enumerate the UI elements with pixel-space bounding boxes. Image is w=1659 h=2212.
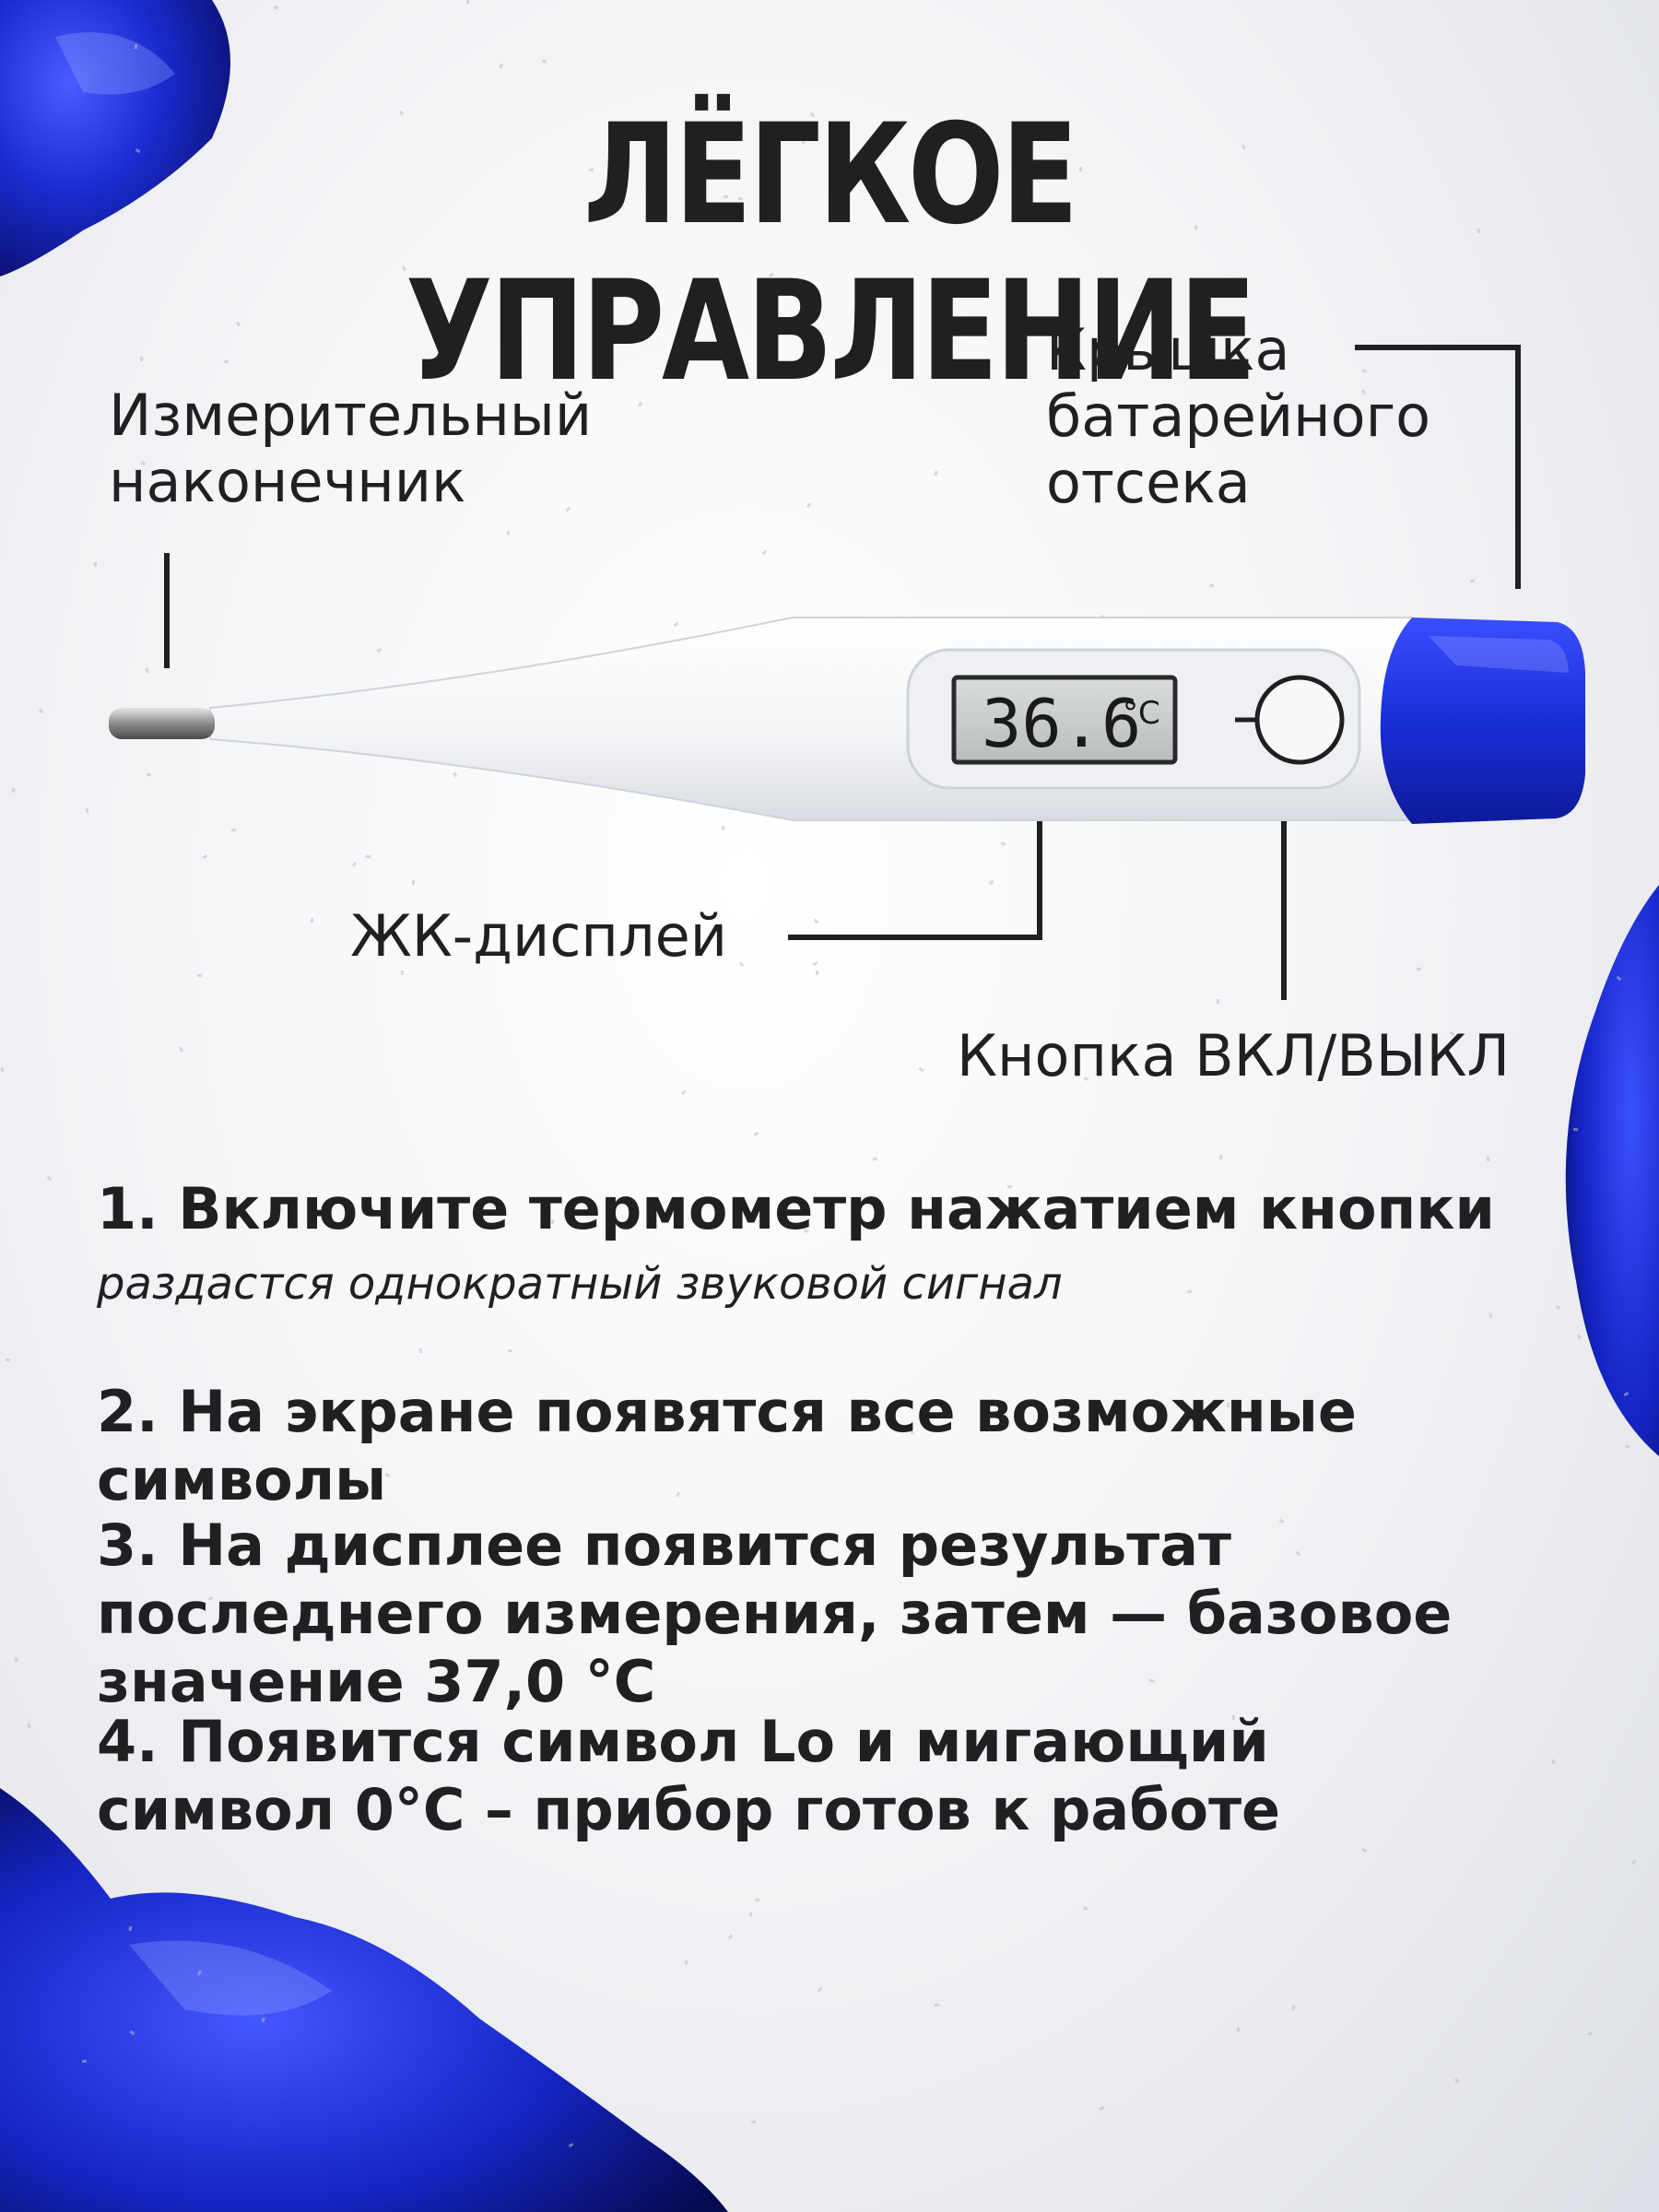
speckle	[1630, 1859, 1637, 1865]
step-1: 1. Включите термометр нажатием кнопки	[97, 1175, 1495, 1242]
speckle	[1454, 2077, 1459, 2084]
speckle	[541, 59, 547, 64]
blue-blob-right	[1565, 885, 1659, 1456]
speckle	[813, 918, 819, 924]
speckle	[134, 43, 138, 50]
speckle	[918, 1066, 924, 1073]
speckle	[202, 853, 208, 860]
lcd-value: 36.6	[982, 685, 1141, 762]
speckle	[1218, 1154, 1223, 1160]
speckle	[46, 1175, 53, 1182]
speckle	[1361, 1848, 1368, 1853]
lcd-screen	[951, 675, 1178, 765]
speckle	[14, 1656, 18, 1663]
speckle	[1551, 1759, 1556, 1765]
pointer-line-lcd-v	[1037, 820, 1042, 940]
speckle	[988, 879, 994, 886]
step-2: 2. На экране появятся все возможные симв…	[97, 1378, 1357, 1513]
speckle	[1099, 2106, 1105, 2111]
label-battery-cover: Крышка батарейного отсека	[1046, 316, 1431, 516]
measuring-tip	[109, 708, 215, 739]
speckle	[738, 961, 745, 968]
speckle	[1469, 579, 1476, 583]
speckle	[1236, 2026, 1241, 2032]
speckle	[11, 787, 16, 794]
label-lcd-display: ЖК-дисплей	[350, 902, 728, 970]
speckle	[93, 561, 98, 568]
speckle	[815, 970, 819, 976]
speckle	[507, 1348, 513, 1353]
speckle	[310, 917, 314, 924]
pointer-line-button	[1281, 820, 1287, 1000]
speckle	[817, 1986, 823, 1993]
speckle	[506, 530, 511, 536]
speckle	[934, 2003, 940, 2007]
label-power-button: Кнопка ВКЛ/ВЫКЛ	[957, 1022, 1511, 1089]
speckle	[179, 1046, 183, 1053]
speckle	[1082, 1905, 1088, 1912]
speckle	[351, 861, 358, 867]
lcd-unit: °C	[1123, 695, 1160, 732]
speckle	[196, 973, 203, 978]
blue-blob-bottom-left	[0, 1788, 728, 2212]
speckle	[139, 356, 144, 362]
speckle	[273, 5, 279, 11]
speckle	[1000, 841, 1006, 846]
pointer-line-tip	[164, 553, 170, 668]
speckle	[224, 360, 229, 363]
blue-blob-top-left	[0, 0, 230, 276]
speckle	[1572, 1127, 1579, 1132]
speckle	[27, 1723, 31, 1729]
speckle	[39, 708, 43, 714]
pointer-line-battery-v	[1515, 345, 1521, 589]
speckle	[365, 854, 371, 859]
speckle	[81, 2059, 88, 2064]
speckle	[806, 502, 811, 509]
battery-cover	[1380, 618, 1585, 824]
speckle	[465, 0, 470, 5]
pointer-line-battery-h	[1355, 345, 1521, 350]
speckle	[5, 1358, 11, 1362]
speckle	[85, 807, 89, 814]
speckle	[761, 549, 768, 556]
speckle	[934, 470, 938, 477]
speckle	[0, 1066, 5, 1073]
speckle	[1216, 998, 1220, 1005]
step-1-note: раздастся однократный звуковой сигнал	[97, 1258, 1063, 1310]
speckle	[1587, 2031, 1594, 2036]
speckle	[753, 1132, 759, 1136]
speckle	[1488, 1312, 1493, 1319]
speckle	[1208, 583, 1215, 588]
speckle	[499, 63, 503, 69]
speckle	[872, 1157, 878, 1161]
speckle	[1416, 967, 1422, 971]
speckle	[680, 1089, 687, 1096]
pointer-line-lcd-h	[788, 935, 1042, 940]
speckle	[812, 960, 818, 967]
step-4: 4. Появится символ Lo и мигающий символ …	[97, 1708, 1281, 1843]
step-3: 3. На дисплее появится результат последн…	[97, 1512, 1453, 1715]
speckle	[1291, 2005, 1296, 2011]
speckle	[411, 879, 416, 886]
speckle	[418, 1347, 423, 1354]
page-title: ЛЁГКОЕ УПРАВЛЕНИЕ	[405, 95, 1256, 412]
power-button	[1254, 675, 1345, 765]
speckle	[1486, 1156, 1490, 1162]
label-measuring-tip: Измерительный наконечник	[109, 382, 593, 515]
thermometer: 36.6 °C	[109, 617, 1585, 824]
speckle	[400, 970, 405, 976]
